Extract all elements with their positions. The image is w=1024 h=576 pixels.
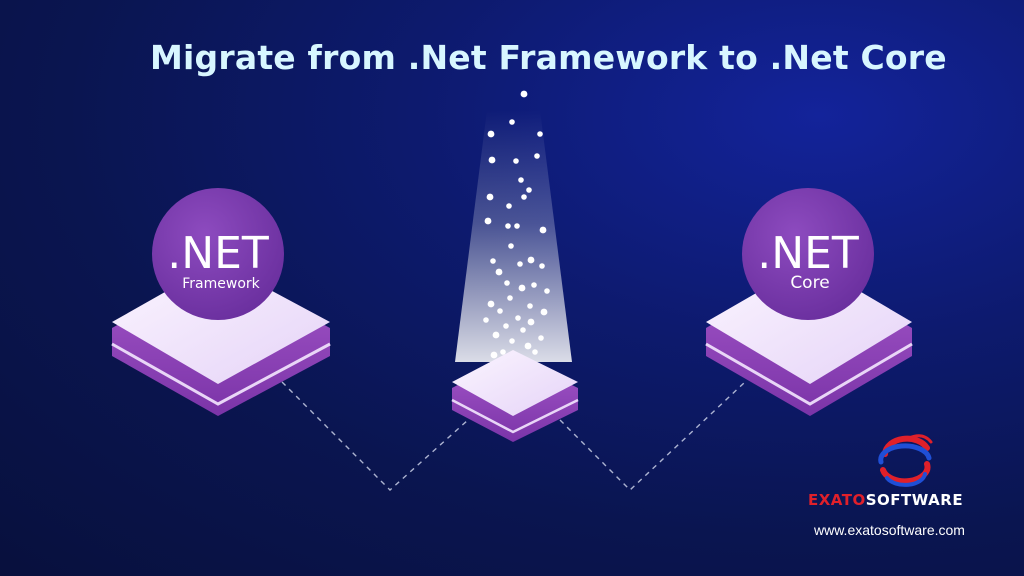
particle — [539, 226, 547, 234]
particle — [539, 263, 545, 269]
connector-right — [559, 381, 746, 491]
particle — [527, 318, 535, 326]
net-core-primary: .NET — [757, 228, 859, 279]
particle — [520, 327, 526, 333]
brand-url: www.exatosoftware.com — [814, 522, 965, 538]
particle — [534, 153, 540, 159]
particle — [507, 295, 513, 301]
net-framework-logo: .NET Framework — [152, 188, 284, 320]
particle — [486, 193, 494, 201]
particle — [508, 243, 514, 249]
particle — [540, 308, 548, 316]
connector-lines — [281, 381, 746, 491]
particle — [526, 187, 532, 193]
center-platform — [451, 350, 579, 442]
particle — [497, 308, 503, 314]
particle — [487, 130, 495, 138]
particle — [514, 223, 520, 229]
particle — [527, 303, 533, 309]
particle — [527, 256, 535, 264]
connector-left — [281, 381, 469, 491]
particle — [520, 90, 528, 98]
particle — [484, 217, 492, 225]
brand-name-part1: EXATO — [808, 491, 866, 509]
particle — [517, 261, 523, 267]
particle — [488, 156, 496, 164]
particle — [532, 349, 538, 355]
page-title: Migrate from .Net Framework to .Net Core — [150, 38, 947, 77]
particle — [505, 223, 511, 229]
particle — [492, 331, 500, 339]
particle — [518, 284, 526, 292]
particle — [487, 300, 495, 308]
particle — [513, 158, 519, 164]
particle — [509, 338, 515, 344]
particle — [504, 280, 510, 286]
particle — [503, 323, 509, 329]
net-framework-primary: .NET — [167, 228, 269, 279]
particle — [500, 349, 506, 355]
particle — [521, 194, 527, 200]
brand-name: EXATOSOFTWARE — [808, 491, 998, 509]
particle — [537, 131, 543, 137]
particle — [483, 317, 489, 323]
particle — [515, 315, 521, 321]
particle — [518, 177, 524, 183]
net-core-secondary: Core — [790, 273, 829, 293]
brand-name-part2: SOFTWARE — [865, 491, 964, 509]
particle — [531, 282, 537, 288]
particle — [524, 342, 532, 350]
particle — [544, 288, 550, 294]
particle — [506, 203, 512, 209]
light-beam — [455, 110, 572, 362]
net-core-logo: .NET Core — [742, 188, 874, 320]
particle — [490, 351, 498, 359]
net-framework-secondary: Framework — [182, 276, 260, 292]
particle — [538, 335, 544, 341]
particle — [509, 119, 515, 125]
particle — [495, 268, 503, 276]
particle — [490, 258, 496, 264]
exato-swirl-logo-icon — [878, 434, 933, 487]
